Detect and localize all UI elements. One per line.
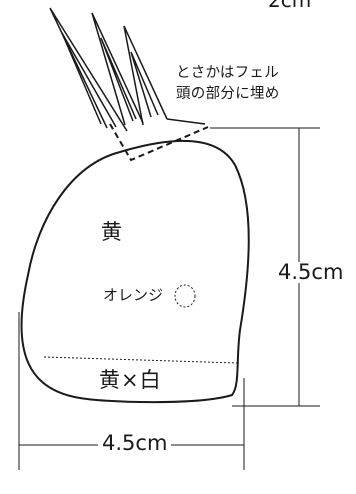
top-dimension-label: 2cm — [268, 0, 312, 12]
eye-circle — [174, 284, 196, 308]
height-dimension-label: 4.5cm — [276, 260, 346, 284]
width-dimension-label: 4.5cm — [98, 433, 172, 454]
bottom-section-divider — [43, 356, 239, 364]
head-outline — [20, 139, 250, 404]
comb-spike-left-inner — [61, 32, 117, 128]
comb-base-right-edge — [166, 118, 206, 125]
comb-spike-left — [49, 7, 128, 132]
comb-spike-middle-inner — [100, 37, 137, 122]
upper-region-color-label: 黄 — [101, 220, 122, 244]
bottom-region-color-label: 黄×白 — [99, 368, 162, 392]
comb-spikes — [49, 7, 206, 132]
instruction-note-line-1: とさかはフェル — [176, 65, 280, 81]
comb-spike-right — [123, 25, 168, 126]
eye-color-label: オレンジ — [103, 286, 164, 304]
comb-spike-middle — [91, 12, 144, 126]
comb-embed-dashed-box — [109, 123, 209, 162]
comb-spike-right-inner — [130, 51, 159, 118]
instruction-note-line-2: 頭の部分に埋め — [176, 86, 280, 102]
